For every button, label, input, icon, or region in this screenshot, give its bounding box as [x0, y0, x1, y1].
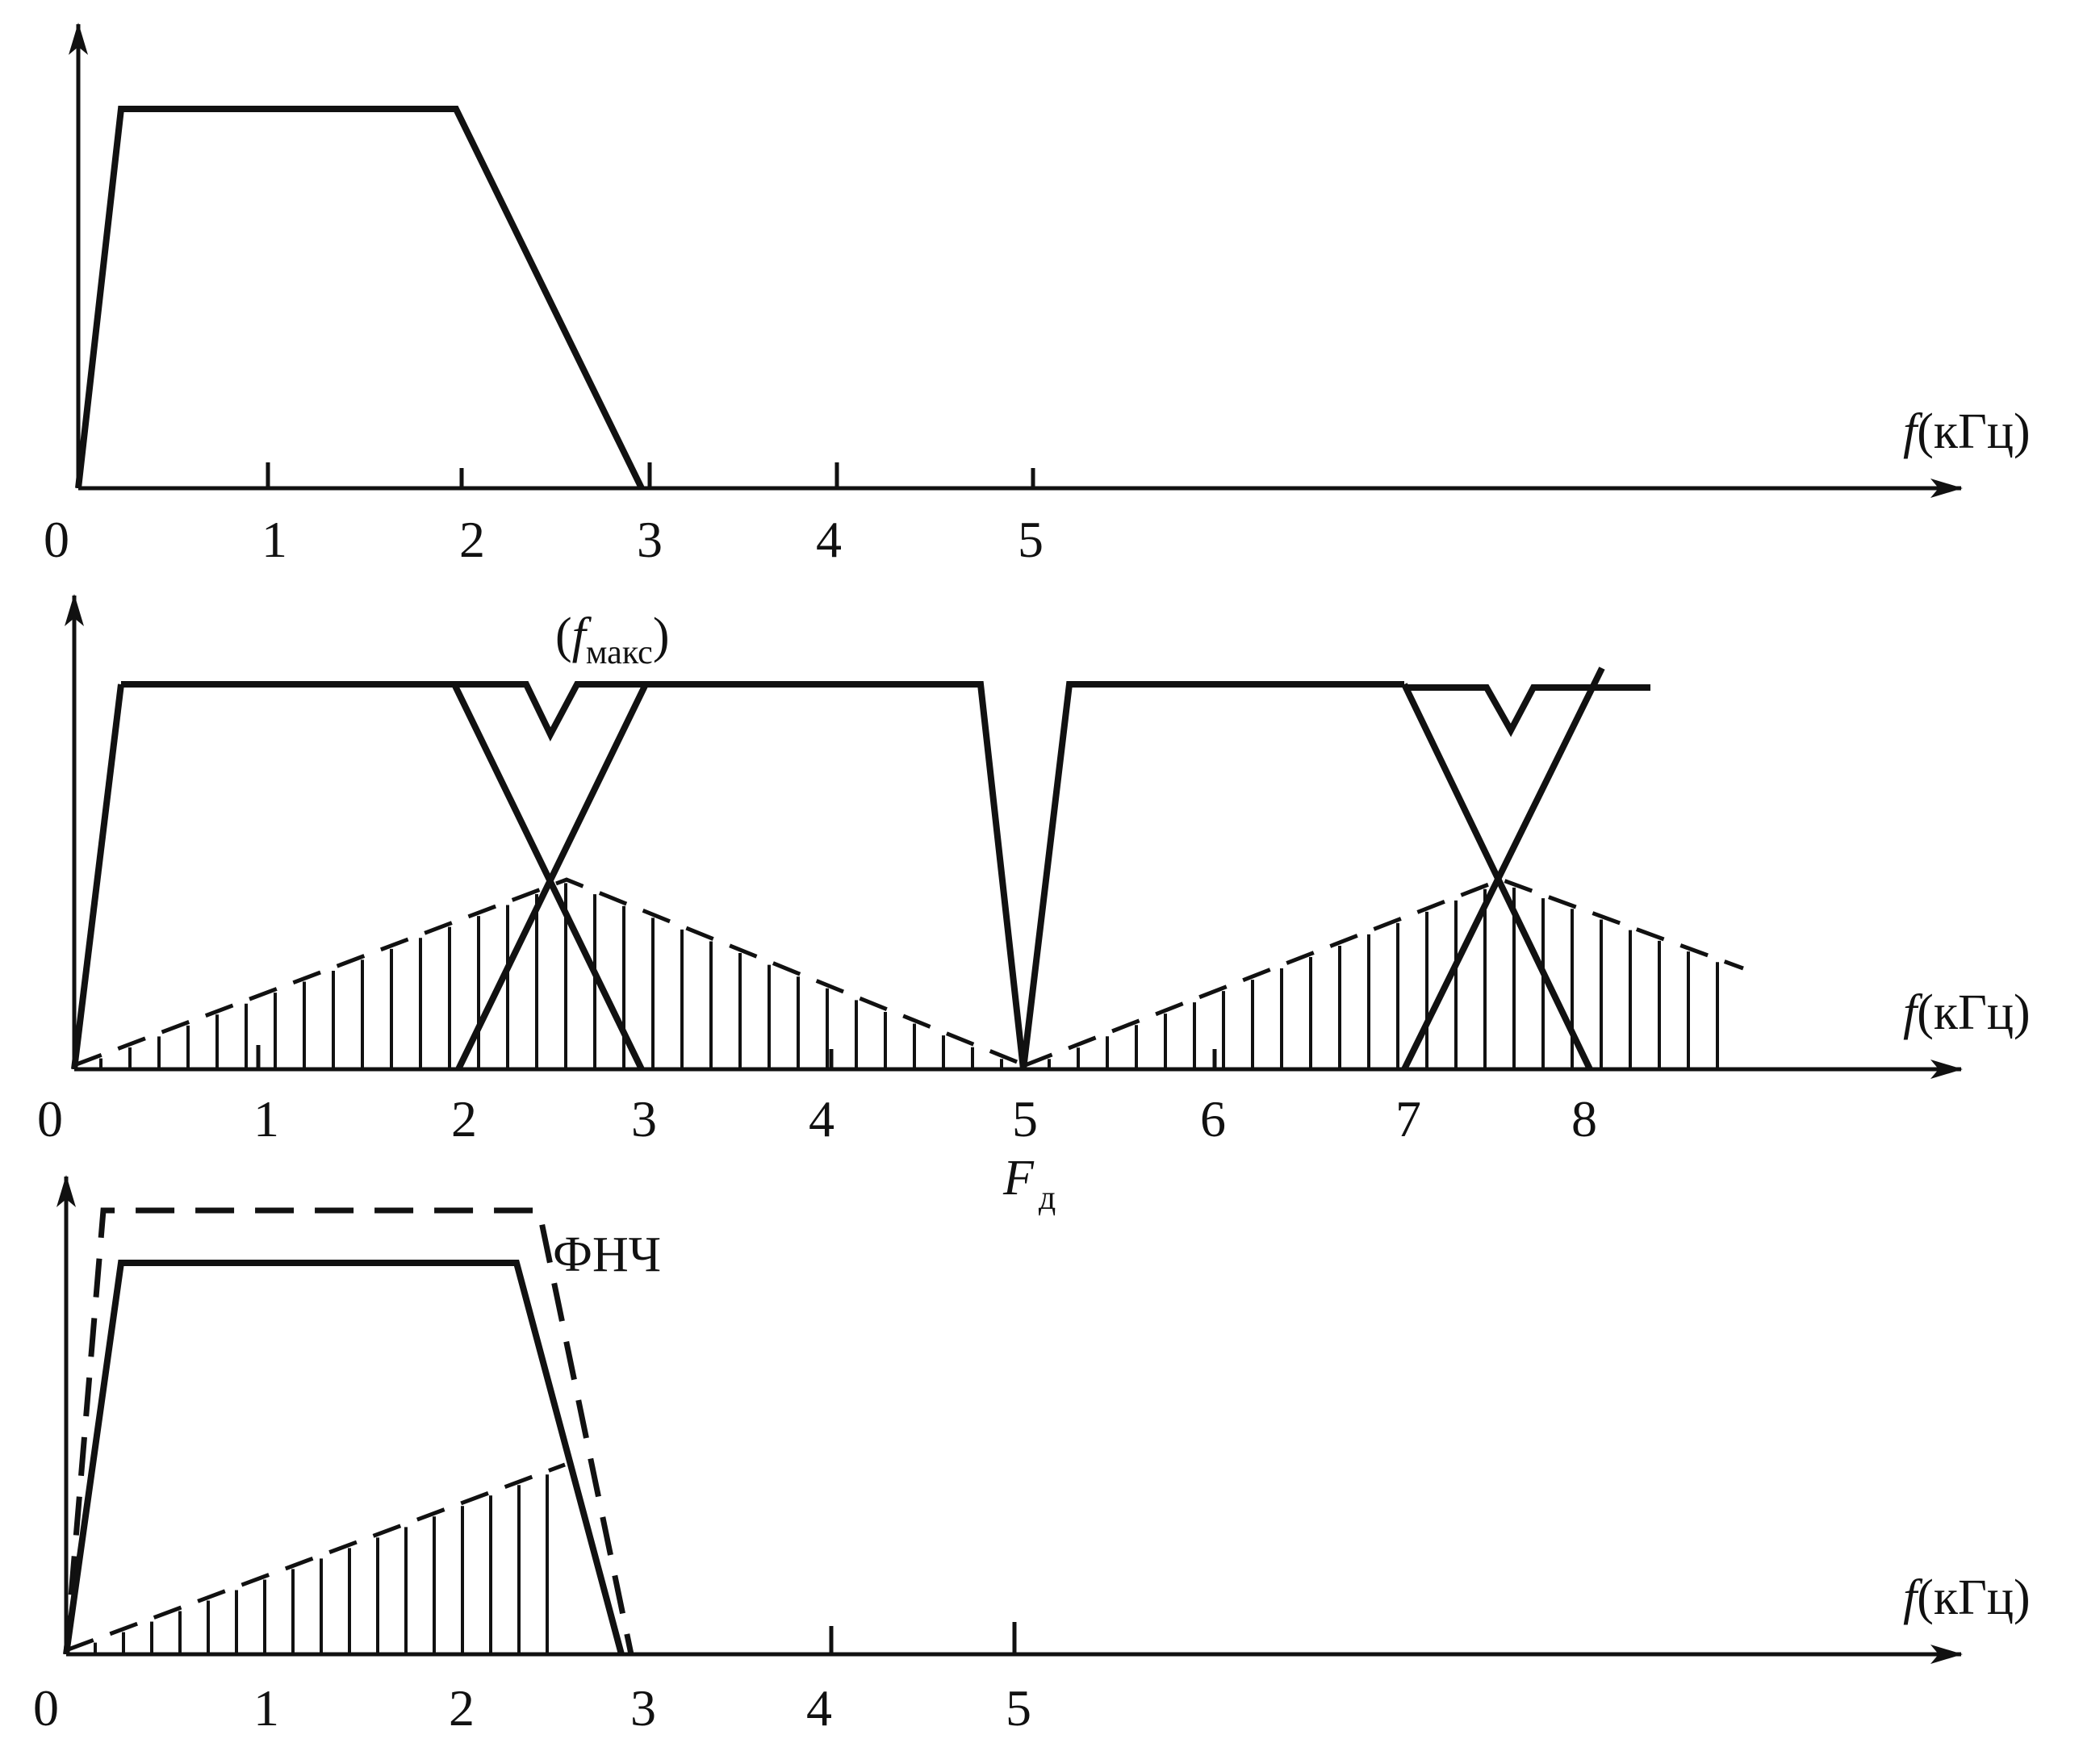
aliased-envelope-top-2 [646, 681, 1404, 1070]
axis-unit: (кГц) [1917, 985, 2030, 1040]
image-spectrum-rising-edge-2 [1401, 667, 1605, 1071]
fmax-close: ) [653, 608, 670, 663]
panel-middle-ticks [256, 1045, 1217, 1069]
panel-top-ticks [266, 462, 1035, 488]
baseband-spectrum-falling-edge [451, 683, 645, 1071]
tick-label: 2 [451, 1090, 477, 1147]
fs-subscript: д [1039, 1180, 1056, 1217]
panel-middle-dashed-envelope-1 [73, 877, 1026, 1068]
fmax-subscript: макс [586, 634, 653, 671]
fs-symbol: F [1002, 1151, 1035, 1206]
baseband-spectrum-left-edge [71, 683, 124, 1070]
panel-bottom: ФНЧ 0 1 2 3 4 5 f(кГц) [33, 1175, 2031, 1737]
panel-top-tick-labels: 0 1 2 3 4 5 [44, 511, 1044, 568]
tick-label: 3 [631, 1090, 657, 1147]
axis-unit: (кГц) [1917, 404, 2030, 459]
tick-label: 8 [1571, 1090, 1597, 1147]
panel-bottom-dashed-alias-envelope [65, 1462, 566, 1653]
tick-label: 0 [44, 511, 69, 568]
panel-bottom-tick-labels: 0 1 2 3 4 5 [33, 1679, 1031, 1737]
panel-middle-axis-label: f(кГц) [1903, 985, 2031, 1040]
tick-label: 5 [1018, 511, 1044, 568]
panel-top-spectrum [75, 106, 645, 490]
tick-label: 3 [630, 1679, 656, 1737]
fmax-label: (fмакс) [555, 608, 669, 671]
tick-label: 0 [33, 1679, 59, 1737]
notch-2 [1404, 684, 1650, 738]
tick-label: 1 [253, 1090, 279, 1147]
tick-label: 4 [809, 1090, 834, 1147]
panel-middle-tick-labels: 0 1 2 3 4 5 6 7 8 [37, 1090, 1597, 1147]
panel-top-axis-label: f(кГц) [1903, 404, 2031, 459]
lpf-label: ФНЧ [553, 1227, 661, 1282]
image-spectrum-rising-edge [455, 683, 649, 1071]
fmax-notch [454, 681, 646, 742]
panel-middle-hatching [99, 883, 1719, 1069]
panel-bottom-hatching [94, 1474, 549, 1654]
axis-unit: (кГц) [1917, 1570, 2030, 1625]
tick-label: 2 [459, 511, 485, 568]
tick-label: 6 [1200, 1090, 1226, 1147]
tick-label: 2 [449, 1679, 475, 1737]
panel-middle-spectra [71, 667, 1650, 1071]
panel-top: 0 1 2 3 4 5 f(кГц) [44, 23, 2031, 568]
lpf-response [63, 1207, 634, 1655]
tick-label: 7 [1395, 1090, 1421, 1147]
tick-label: 1 [253, 1679, 279, 1737]
tick-label: 1 [261, 511, 287, 568]
fmax-open: ( [555, 608, 572, 663]
panel-bottom-axis-label: f(кГц) [1903, 1570, 2031, 1625]
tick-label: 4 [806, 1679, 832, 1737]
tick-label: 0 [37, 1090, 63, 1147]
panel-bottom-ticks [829, 1622, 1017, 1654]
panel-middle-dashed-envelope-2 [1024, 877, 1744, 1068]
panel-bottom-spectrum [63, 1260, 625, 1656]
tick-label: 3 [637, 511, 663, 568]
tick-label: 5 [1012, 1090, 1038, 1147]
tick-label: 5 [1006, 1679, 1031, 1737]
tick-label: 4 [816, 511, 842, 568]
